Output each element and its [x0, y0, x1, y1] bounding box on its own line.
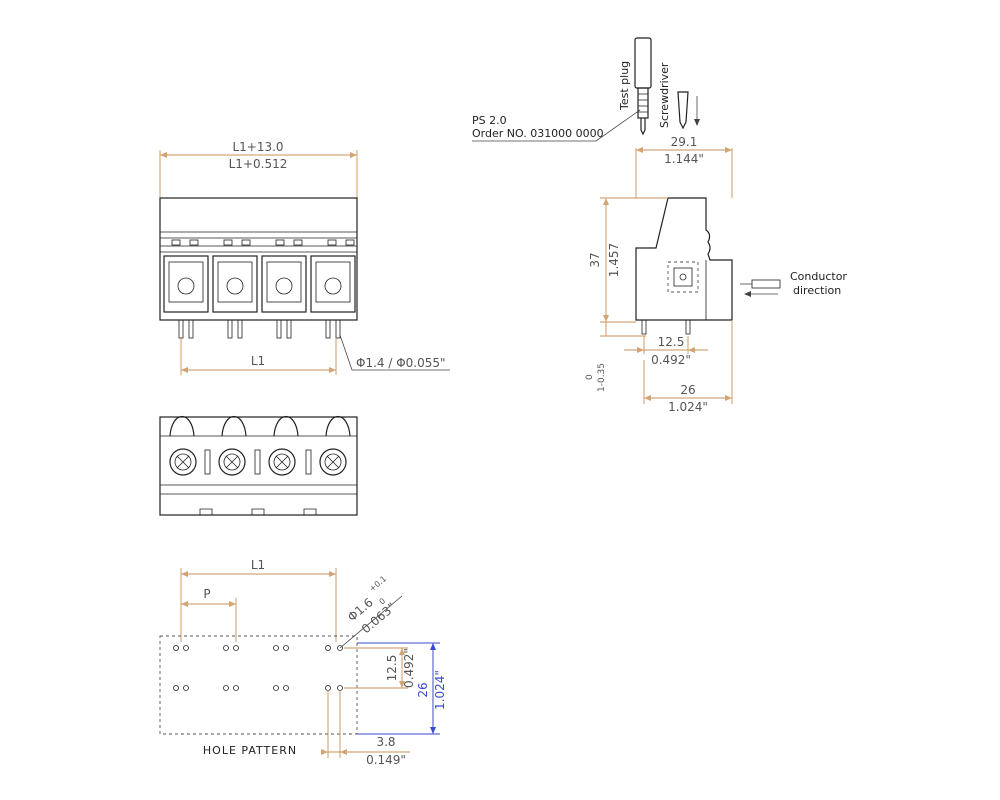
edge-inch-label: 0.149"	[366, 753, 406, 767]
hole-l1-label: L1	[251, 558, 265, 572]
dim-l1-label: L1	[251, 354, 265, 368]
order-label: Order NO. 031000 0000	[472, 127, 604, 140]
base-mm-label: 26	[680, 383, 695, 397]
dim-top-label: L1+13.0	[232, 140, 283, 154]
base-inch-label: 1.024"	[668, 400, 708, 414]
screw-heads	[169, 448, 347, 476]
holes	[173, 645, 343, 691]
pitch-inch-label: 0.492"	[651, 353, 691, 367]
direction-label: direction	[793, 284, 841, 297]
hole-tol-plus: +0.1	[368, 574, 389, 593]
total-inch-label: 1.024"	[433, 670, 447, 710]
row-inch-label: 0.492"	[402, 648, 416, 688]
screwdriver-icon	[677, 91, 700, 130]
clamp-cells	[163, 255, 356, 313]
height-mm-label: 37	[588, 252, 602, 267]
side-view: Test plug Screwdriver PS 2.0 Order NO. 0…	[472, 37, 847, 414]
row-mm-label: 12.5	[385, 655, 399, 682]
pitch-label: P	[203, 587, 210, 601]
conductor-label: Conductor	[790, 270, 847, 283]
width-inch-label: 1.144"	[664, 152, 704, 166]
height-inch-label: 1.457	[607, 243, 621, 277]
pins	[178, 319, 341, 339]
hole-tol-zero: 0	[378, 596, 388, 606]
test-plug-label: Test plug	[618, 61, 631, 111]
side-body-outline	[635, 197, 733, 321]
pin-diameter-label: Φ1.4 / Φ0.055"	[356, 356, 446, 370]
screwdriver-label: Screwdriver	[658, 62, 671, 128]
test-plug-icon	[634, 37, 652, 136]
pitch-mm-label: 12.5	[658, 335, 685, 349]
ps-label: PS 2.0	[472, 114, 507, 127]
total-mm-label: 26	[416, 682, 430, 697]
edge-mm-label: 3.8	[376, 735, 395, 749]
hole-pattern: L1 P Φ1.6 +0.1 0 0.063" 12	[159, 558, 447, 767]
hole-pattern-title: HOLE PATTERN	[203, 744, 297, 757]
tolerance-label: 1-0.35	[597, 363, 607, 392]
dim-top-inch-label: L1+0.512	[229, 157, 288, 171]
top-view	[159, 416, 358, 516]
screw-square-icon	[667, 261, 699, 293]
width-mm-label: 29.1	[671, 135, 698, 149]
conductor-arrow-icon	[740, 279, 781, 297]
tolerance-zero: 0	[585, 374, 595, 380]
slot-row	[171, 239, 355, 246]
front-view: L1+13.0 L1+0.512	[159, 140, 450, 375]
